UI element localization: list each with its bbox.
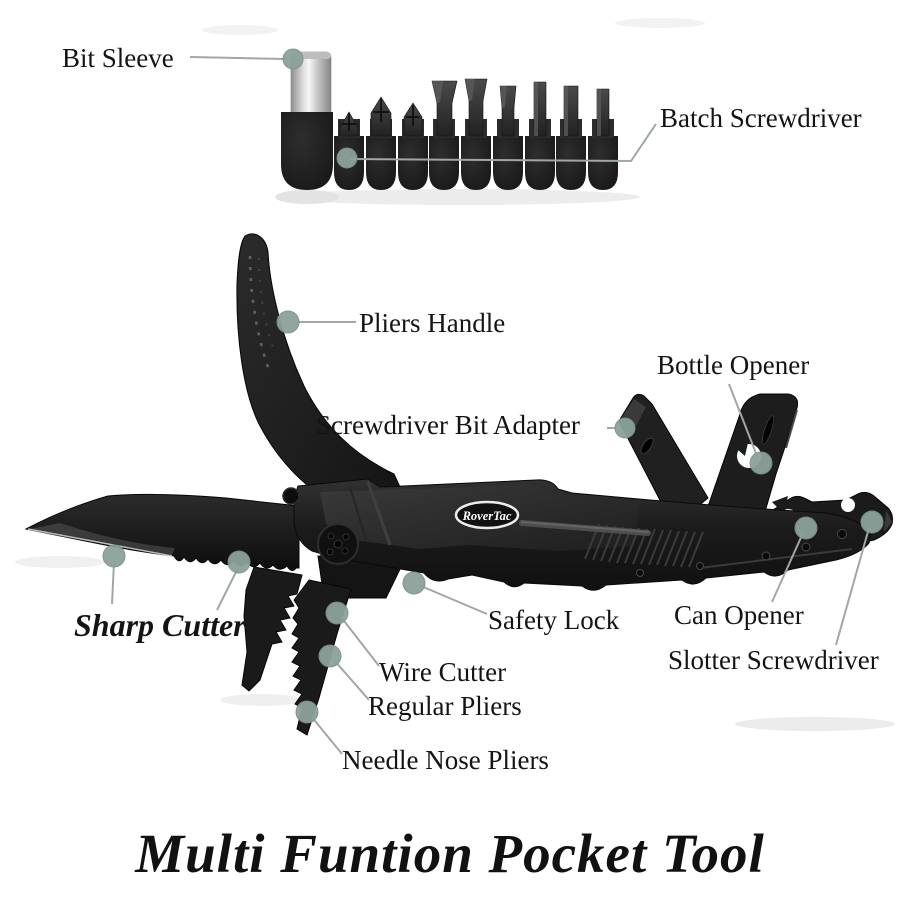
bits-row xyxy=(334,78,618,190)
marker-batch-screwdriver xyxy=(336,147,358,169)
rivets xyxy=(636,529,847,577)
marker-safety-lock xyxy=(402,571,426,595)
marker-regular-pliers xyxy=(318,644,342,668)
label-bottle-opener: Bottle Opener xyxy=(657,350,810,380)
marker-sharp-cutter-2 xyxy=(227,550,251,574)
label-bit-sleeve: Bit Sleeve xyxy=(62,43,174,73)
marker-slotter xyxy=(860,510,884,534)
pliers-handle-part xyxy=(236,233,401,514)
regular-pliers-jaw xyxy=(241,566,303,692)
label-sharp-cutter: Sharp Cutter xyxy=(74,607,246,643)
marker-needle-nose xyxy=(295,700,319,724)
brand-logo: RoverTac xyxy=(454,500,520,530)
bit-sleeve-part xyxy=(281,51,333,190)
brand-text: RoverTac xyxy=(462,509,512,523)
marker-bit-sleeve xyxy=(282,48,304,70)
label-slotter-screwdriver: Slotter Screwdriver xyxy=(668,645,879,675)
screwdriver-bit-set xyxy=(281,51,618,190)
label-can-opener: Can Opener xyxy=(674,600,804,630)
label-batch-screwdriver: Batch Screwdriver xyxy=(660,103,862,133)
marker-can-opener xyxy=(794,516,818,540)
label-wire-cutter: Wire Cutter xyxy=(379,657,507,687)
label-pliers-handle: Pliers Handle xyxy=(359,308,506,338)
pivot-screw xyxy=(317,523,359,565)
page-title: Multi Funtion Pocket Tool xyxy=(135,823,765,884)
knife-blade-part xyxy=(24,493,300,572)
marker-wire-cutter xyxy=(325,601,349,625)
marker-bottle-opener xyxy=(749,451,773,475)
tool-body: RoverTac xyxy=(282,478,871,591)
label-regular-pliers: Regular Pliers xyxy=(368,691,522,721)
label-needle-nose-pliers: Needle Nose Pliers xyxy=(342,745,549,775)
marker-sharp-cutter-1 xyxy=(102,544,126,568)
body-screw xyxy=(282,487,300,505)
marker-bit-adapter xyxy=(614,417,636,439)
label-safety-lock: Safety Lock xyxy=(488,605,620,635)
marker-pliers-handle xyxy=(276,310,300,334)
soft-shadows xyxy=(15,18,895,731)
label-screwdriver-bit-adapter: Screwdriver Bit Adapter xyxy=(316,410,580,440)
leader-lines xyxy=(111,56,870,755)
marker-dots xyxy=(102,48,884,724)
